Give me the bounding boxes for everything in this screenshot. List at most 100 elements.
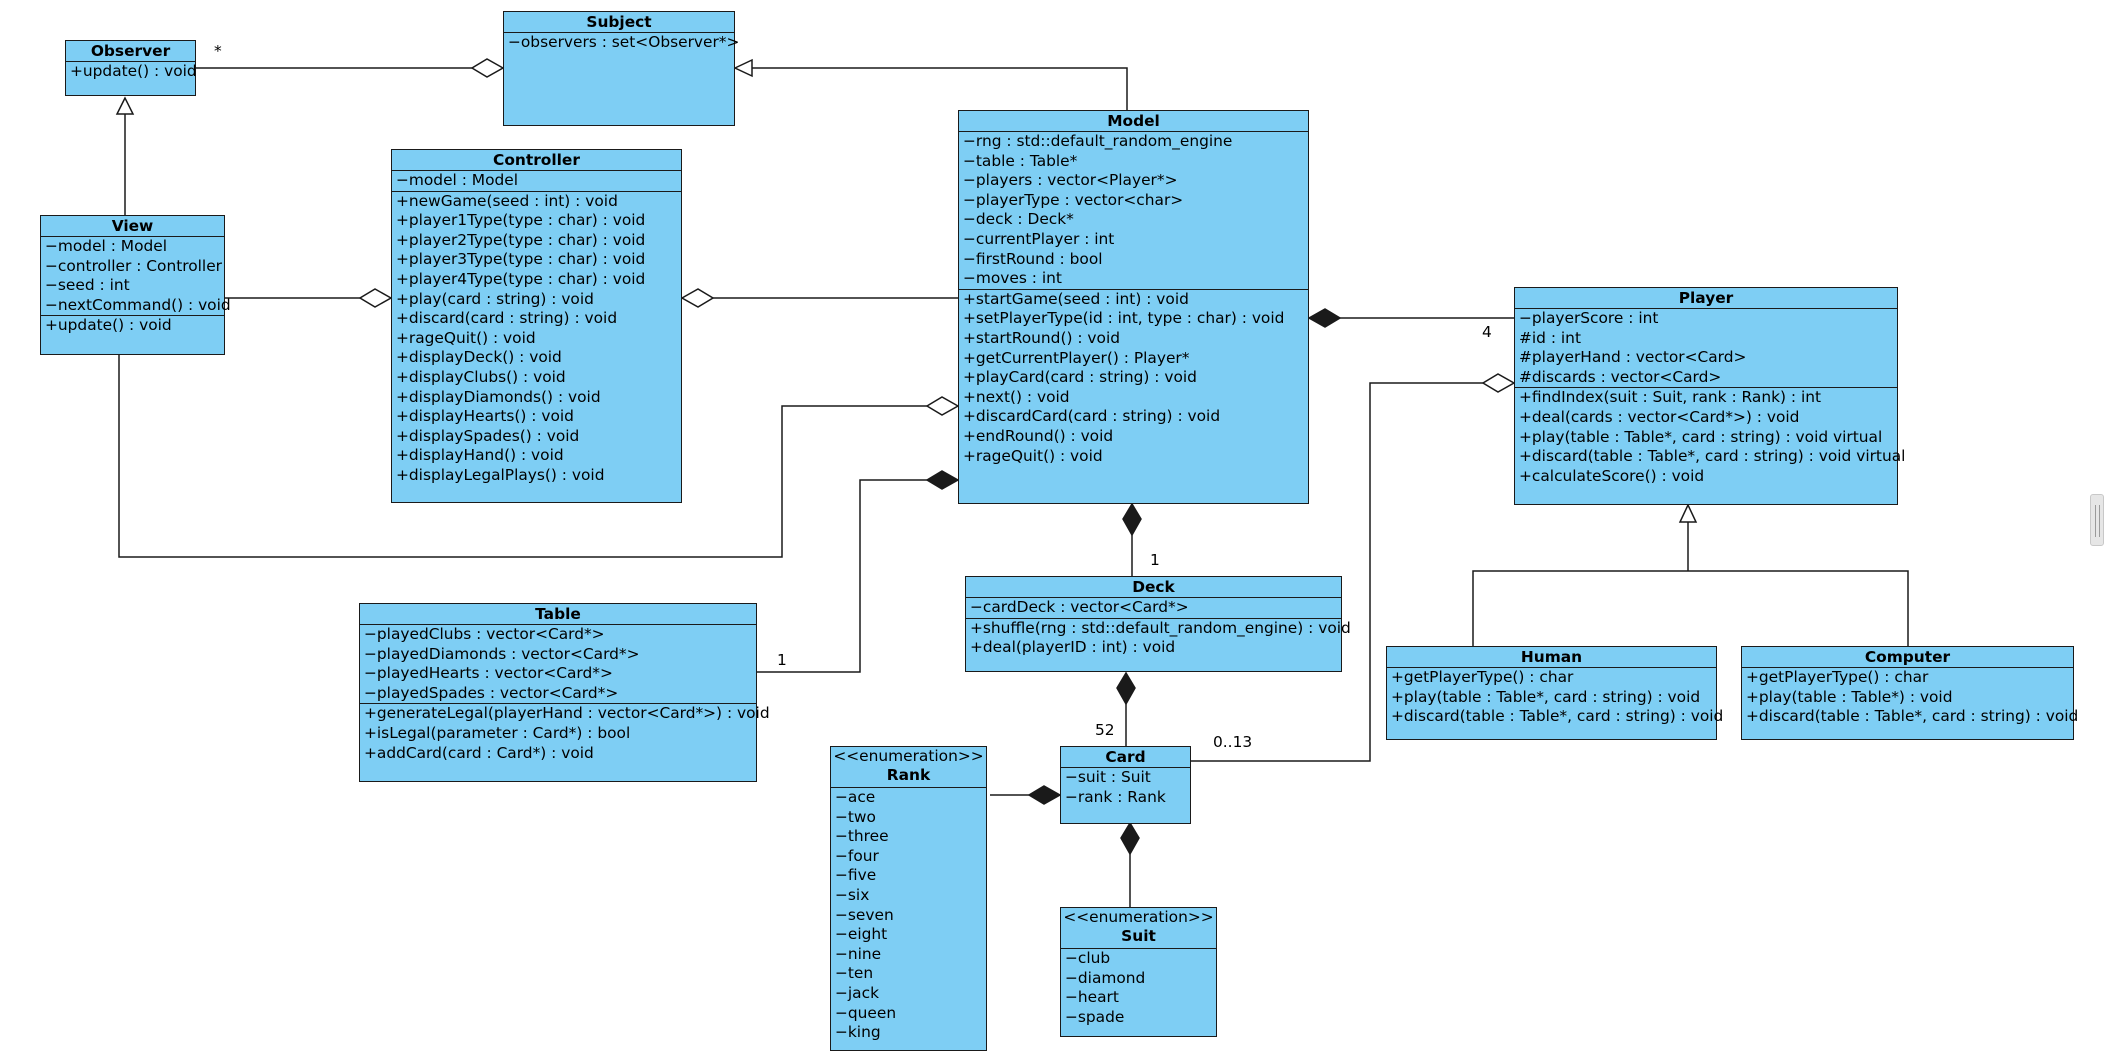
member-line: −diamond [1065,968,1146,987]
member-line: −playerType : vector<char> [963,190,1184,209]
line-rank-card [990,785,1062,805]
member-line: −seven [835,905,894,924]
class-subject-name: Subject [504,12,734,33]
member-line: +update() : void [70,62,197,80]
class-subject[interactable]: Subject −observers : set<Observer*> [503,11,739,126]
member-line: +getPlayerType() : char [1746,668,1929,686]
multiplicity-model-player: 4 [1482,323,1492,341]
scroll-handle[interactable] [2090,494,2104,546]
member-line: −nine [835,944,882,963]
class-computer-operations: +getPlayerType() : char+play(table : Tab… [1742,668,2078,727]
enum-suit[interactable]: <<enumeration>> Suit −club−diamond−heart… [1060,907,1217,1037]
class-deck[interactable]: Deck −cardDeck : vector<Card*> +shuffle(… [965,576,1351,672]
class-controller[interactable]: Controller −model : Model +newGame(seed … [391,149,682,503]
member-line: −currentPlayer : int [963,229,1115,248]
generalization-arrowhead [115,96,135,115]
member-line: +player2Type(type : char) : void [396,230,646,249]
composition-diamond [1027,785,1062,805]
class-card[interactable]: Card −suit : Suit−rank : Rank [1060,746,1191,824]
member-line: +deal(playerID : int) : void [970,638,1176,657]
member-line: +shuffle(rng : std::default_random_engin… [970,618,1351,637]
class-model[interactable]: Model −rng : std::default_random_engine−… [958,110,1309,504]
generalization-arrowhead [733,58,753,78]
member-line: +getCurrentPlayer() : Player* [963,348,1190,367]
member-line: −ten [835,964,874,983]
class-computer[interactable]: Computer +getPlayerType() : char+play(ta… [1741,646,2078,740]
enum-rank-name: Rank [886,766,931,784]
member-line: −cardDeck : vector<Card*> [970,598,1189,616]
member-line: −five [835,866,877,885]
class-observer-operations: +update() : void [66,62,197,82]
member-line: −rng : std::default_random_engine [963,132,1233,150]
member-line: +deal(cards : vector<Card*>) : void [1519,407,1800,426]
class-player-attributes: −playerScore : int#id : int#playerHand :… [1515,309,1897,387]
class-model-operations: +startGame(seed : int) : void+setPlayerT… [959,288,1308,466]
member-line: +getPlayerType() : char [1391,668,1574,686]
member-line: +newGame(seed : int) : void [396,191,618,210]
member-line: +setPlayerType(id : int, type : char) : … [963,309,1285,328]
member-line: +discard(card : string) : void [396,309,618,328]
class-human-name: Human [1387,647,1716,668]
class-player[interactable]: Player −playerScore : int#id : int#playe… [1514,287,1905,505]
class-observer[interactable]: Observer +update() : void [65,40,197,96]
enum-rank-header: <<enumeration>> Rank [831,747,986,788]
enum-rank[interactable]: <<enumeration>> Rank −ace−two−three−four… [830,746,987,1051]
enum-suit-header: <<enumeration>> Suit [1061,908,1216,949]
member-line: −playedClubs : vector<Card*> [364,625,605,643]
class-human[interactable]: Human +getPlayerType() : char+play(table… [1386,646,1724,740]
composition-diamond [1122,502,1142,537]
member-line: +displayClubs() : void [396,367,566,386]
line-deck-model [1122,502,1142,576]
member-line: +displayDeck() : void [396,348,562,367]
member-line: −playerScore : int [1519,309,1659,327]
line-card-deck [1116,671,1136,746]
member-line: +startRound() : void [963,328,1120,347]
class-deck-attributes: −cardDeck : vector<Card*> [966,598,1341,618]
member-line: +rageQuit() : void [963,446,1103,465]
class-view[interactable]: View −model : Model−controller : Control… [40,215,231,355]
aggregation-diamond [680,288,715,308]
class-controller-operations: +newGame(seed : int) : void+player1Type(… [392,190,681,486]
line-model-subject [733,58,1128,110]
member-line: −playedSpades : vector<Card*> [364,683,619,702]
enum-suit-stereotype: <<enumeration>> [1063,908,1214,926]
member-line: +isLegal(parameter : Card*) : bool [364,723,631,742]
aggregation-diamond [925,396,960,416]
member-line: −nextCommand() : void [45,295,231,314]
line-table-model [757,470,960,673]
class-table-operations: +generateLegal(playerHand : vector<Card*… [360,703,770,763]
member-line: +findIndex(suit : Suit, rank : Rank) : i… [1519,388,1822,407]
member-line: −firstRound : bool [963,249,1103,268]
member-line: +play(table : Table*, card : string) : v… [1519,427,1883,446]
multiplicity-deck-card: 52 [1095,721,1115,739]
member-line: −king [835,1023,881,1042]
member-line: +displayHearts() : void [396,407,574,426]
class-table[interactable]: Table −playedClubs : vector<Card*>−playe… [359,603,770,782]
member-line: +discard(table : Table*, card : string) … [1391,707,1724,726]
enum-rank-stereotype: <<enumeration>> [833,747,984,765]
enum-rank-literals: −ace−two−three−four−five−six−seven−eight… [831,788,986,1043]
member-line: −table : Table* [963,151,1078,170]
member-line: +player4Type(type : char) : void [396,269,646,288]
class-controller-attributes: −model : Model [392,171,681,191]
class-view-attributes: −model : Model−controller : Controller−s… [41,237,231,315]
generalization-arrowhead [1678,503,1698,523]
member-line: −three [835,827,889,846]
member-line: +calculateScore() : void [1519,466,1705,485]
enum-suit-literals: −club−diamond−heart−spade [1061,949,1216,1027]
member-line: −queen [835,1003,897,1022]
class-table-name: Table [360,604,756,625]
member-line: −six [835,885,870,904]
aggregation-diamond [470,58,505,78]
class-deck-name: Deck [966,577,1341,598]
member-line: +generateLegal(playerHand : vector<Card*… [364,704,770,723]
member-line: −two [835,807,876,826]
class-view-name: View [41,216,224,237]
member-line: −seed : int [45,276,130,295]
member-line: +endRound() : void [963,426,1114,445]
class-table-attributes: −playedClubs : vector<Card*>−playedDiamo… [360,625,756,703]
member-line: +play(card : string) : void [396,289,594,308]
member-line: +displayLegalPlays() : void [396,465,605,484]
